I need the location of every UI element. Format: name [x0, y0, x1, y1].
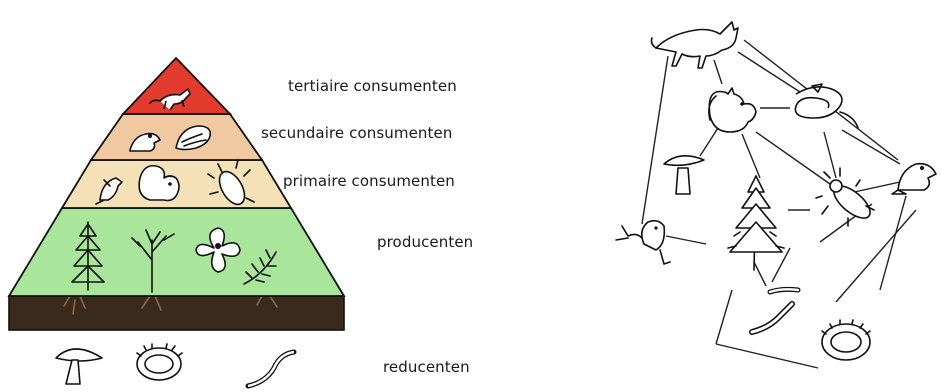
frog-icon: [129, 132, 161, 152]
label-reducers: reducenten: [383, 358, 470, 376]
fox-icon: [650, 21, 739, 69]
food-web: [615, 21, 937, 369]
millipede-icon: [821, 319, 871, 361]
spruce-tree-icon: [71, 221, 105, 291]
fern-icon: [243, 249, 277, 285]
energy-pyramid: [7, 56, 346, 389]
flower-icon: [195, 227, 241, 273]
tertiary-consumers-band: [120, 56, 233, 115]
label-producers: producenten: [377, 233, 474, 251]
worm-icon: [749, 286, 801, 335]
worm-icon: [245, 349, 297, 389]
label-tertiary-consumers: tertiaire consumenten: [288, 77, 457, 95]
mushroom-icon: [55, 348, 103, 385]
producers-band: [7, 207, 346, 297]
frog-icon: [891, 162, 937, 195]
soil-layer: [8, 295, 345, 331]
bird-icon: [615, 219, 671, 265]
label-primary-consumers: primaire consumenten: [283, 172, 455, 190]
fox-icon: [149, 88, 191, 111]
beetle-icon: [207, 159, 255, 206]
label-secondary-consumers: secundaire consumenten: [261, 124, 453, 142]
snake-icon: [794, 83, 859, 129]
mushroom-icon: [663, 155, 705, 195]
beetle-icon: [815, 167, 875, 227]
bird-icon: [175, 125, 212, 151]
millipede-icon: [136, 343, 183, 381]
bird-icon: [95, 177, 123, 205]
secondary-consumers-band: [89, 113, 264, 161]
squirrel-icon: [708, 87, 757, 133]
squirrel-icon: [138, 164, 180, 202]
spruce-tree-icon: [727, 175, 785, 271]
bare-tree-icon: [131, 229, 175, 293]
